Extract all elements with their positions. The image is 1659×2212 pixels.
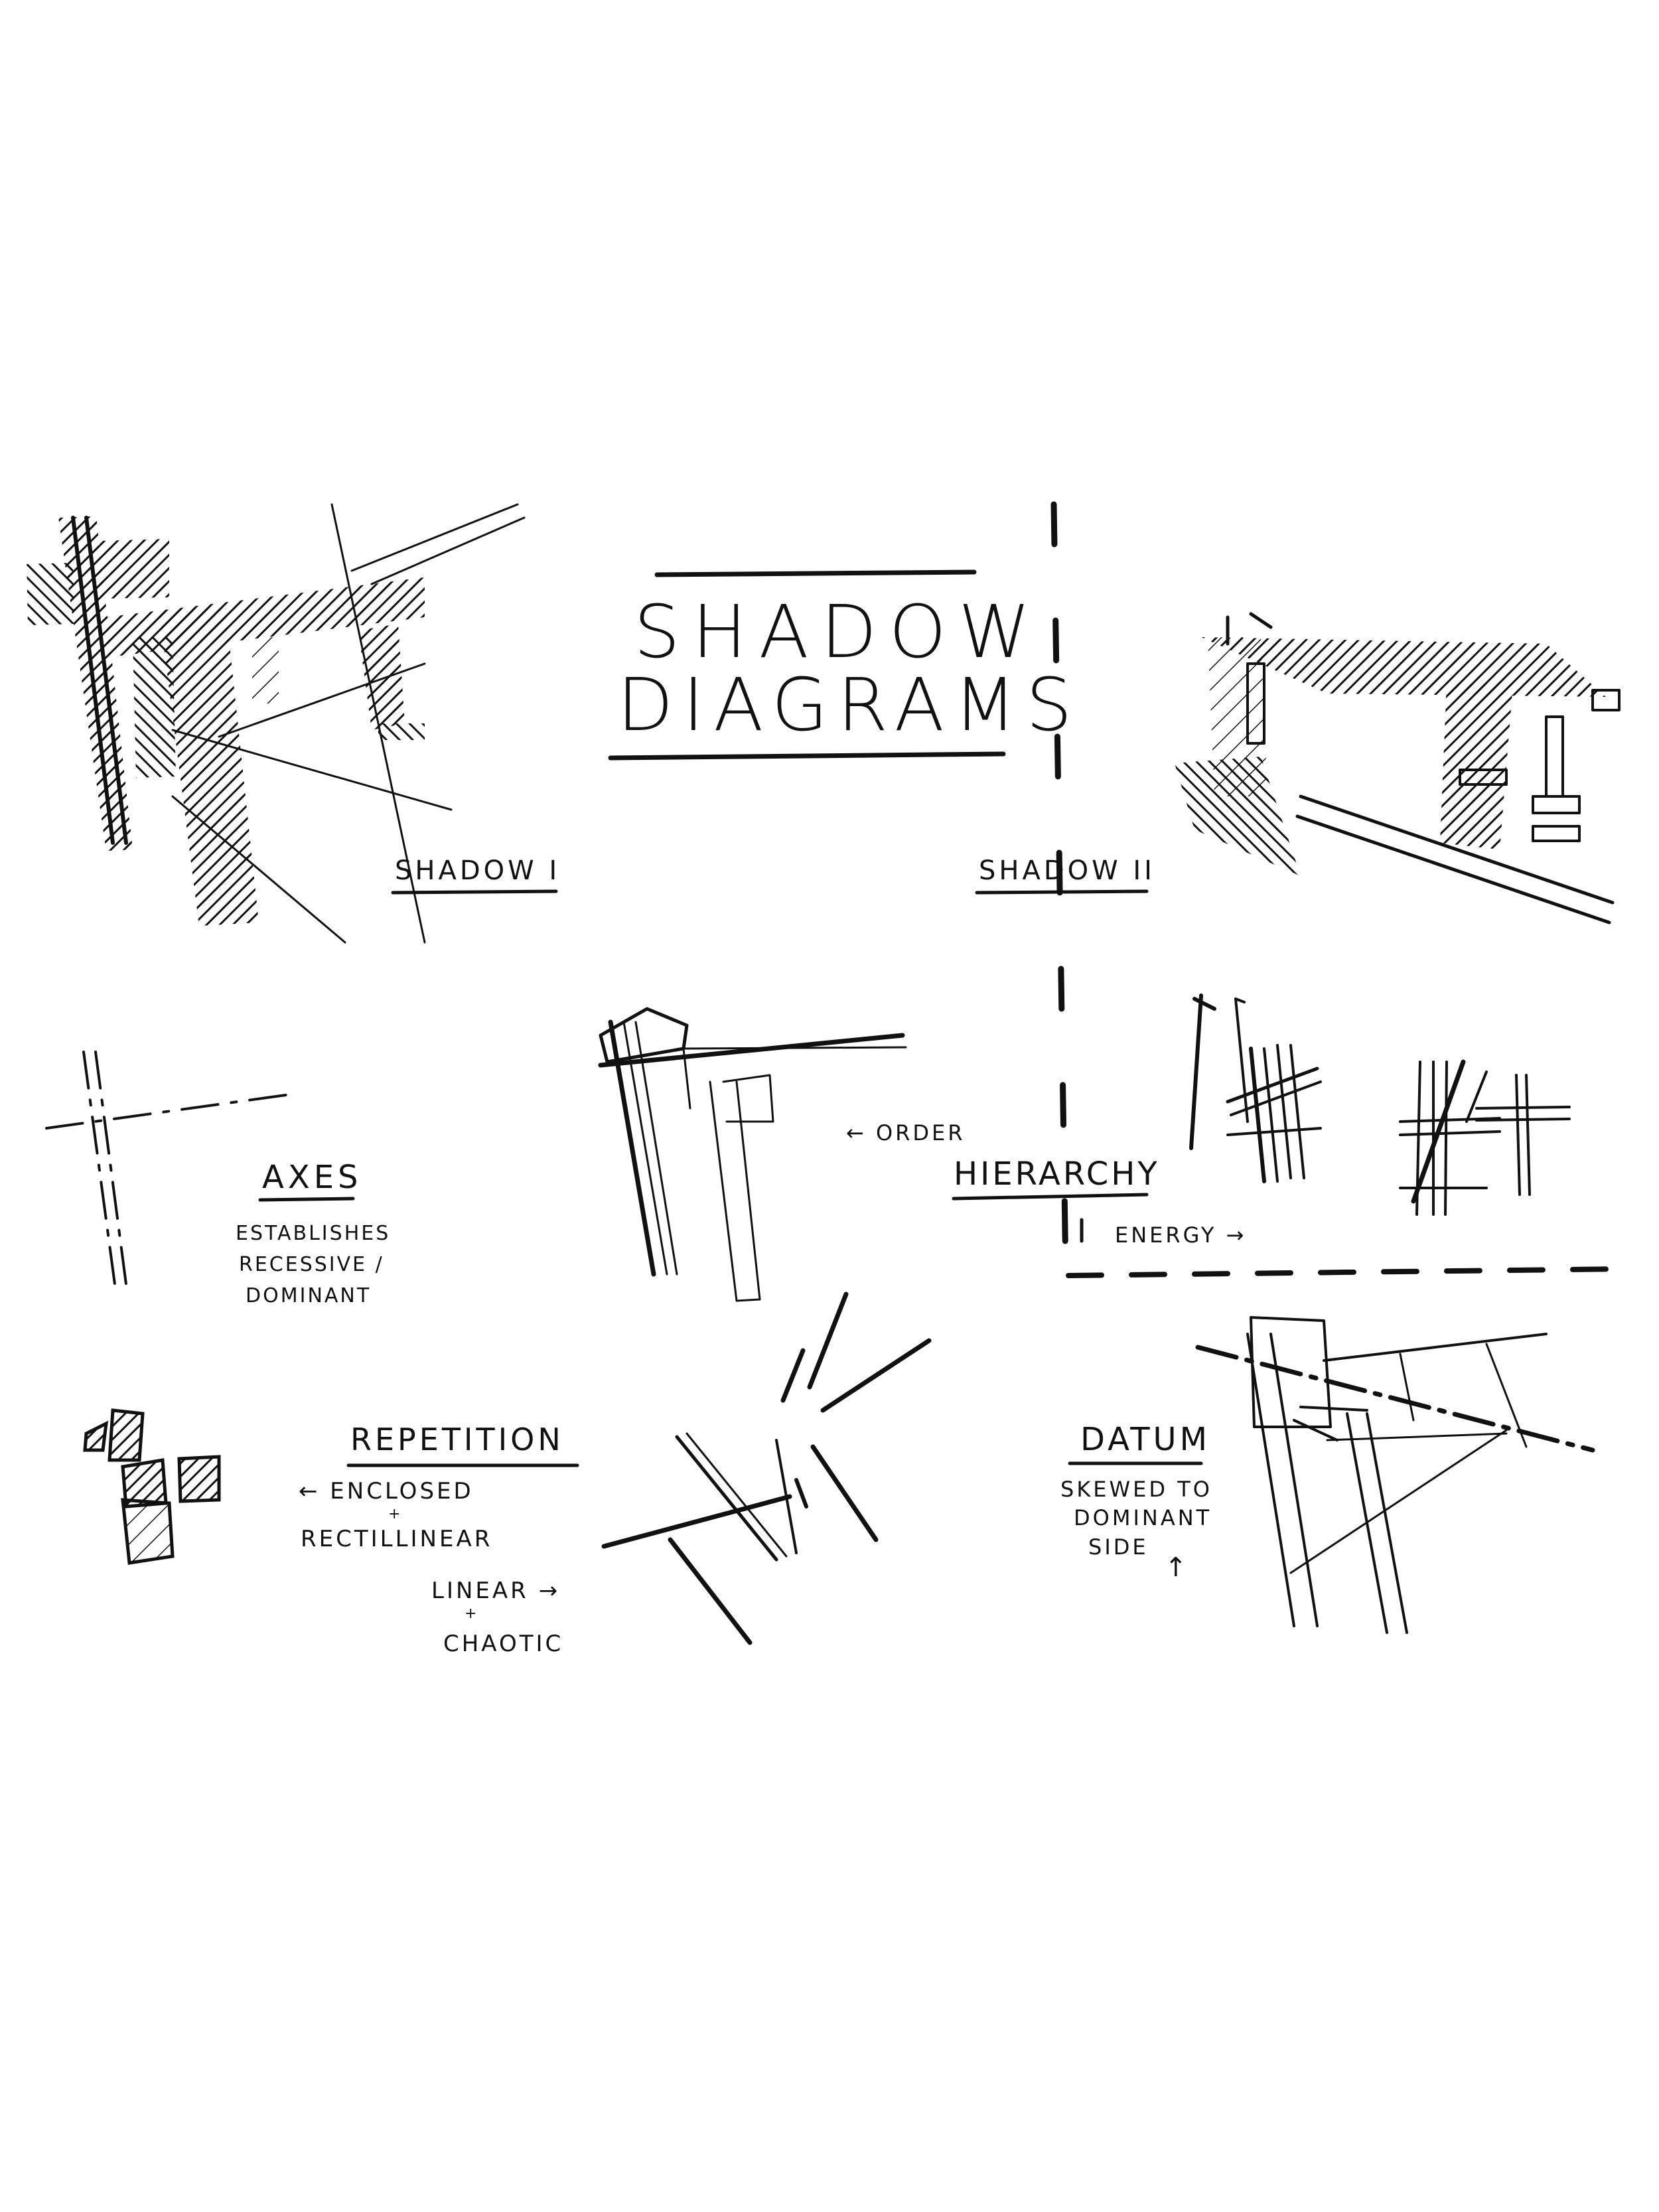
axes-diagram bbox=[45, 1051, 297, 1295]
title-line-2: DIAGRAMS bbox=[617, 662, 1082, 747]
repetition-linear-note: LINEAR → bbox=[431, 1578, 560, 1604]
repetition-linear-diagram bbox=[601, 1291, 932, 1645]
hierarchy-energy-diagram bbox=[1189, 994, 1571, 1216]
axes-caption: AXES ESTABLISHES RECESSIVE / DOMINANT bbox=[236, 1159, 390, 1307]
hierarchy-order-diagram bbox=[598, 1007, 907, 1302]
shadow-one-drawing bbox=[27, 503, 526, 944]
repetition-enclosed-note: ← ENCLOSED bbox=[299, 1478, 474, 1505]
datum-note-2: DOMINANT bbox=[1074, 1505, 1212, 1530]
horizontal-divider bbox=[1066, 1266, 1625, 1278]
title-underline bbox=[608, 751, 1006, 761]
shadow-one-label: SHADOW I bbox=[391, 855, 560, 895]
repetition-caption: REPETITION ← ENCLOSED + RECTILLINEAR LIN… bbox=[299, 1422, 579, 1657]
axes-note-2: RECESSIVE / bbox=[239, 1253, 384, 1276]
hierarchy-energy-note: ENERGY → bbox=[1115, 1222, 1246, 1248]
axes-label: AXES bbox=[262, 1159, 362, 1196]
datum-caption: DATUM SKEWED TO DOMINANT SIDE ↑ bbox=[1060, 1421, 1212, 1583]
datum-note-1: SKEWED TO bbox=[1060, 1477, 1212, 1502]
title-block: SHADOW DIAGRAMS bbox=[608, 569, 1082, 761]
title-line-1: SHADOW bbox=[634, 589, 1043, 674]
datum-arrow: ↑ bbox=[1165, 1552, 1187, 1583]
repetition-chaotic-note: CHAOTIC bbox=[443, 1631, 563, 1657]
divider-lines bbox=[1050, 501, 1625, 1278]
shadow-one-text: SHADOW I bbox=[395, 855, 560, 886]
axes-note-1: ESTABLISHES bbox=[236, 1222, 390, 1245]
hierarchy-caption: HIERARCHY bbox=[952, 1155, 1160, 1201]
repetition-rectilinear-note: RECTILLINEAR bbox=[301, 1526, 492, 1552]
datum-label: DATUM bbox=[1080, 1421, 1210, 1458]
vertical-divider bbox=[1050, 501, 1069, 1278]
shadow-two-text: SHADOW II bbox=[979, 855, 1155, 886]
repetition-plus-a: + bbox=[388, 1506, 400, 1522]
datum-diagram bbox=[1195, 1316, 1595, 1634]
shadow-two-drawing bbox=[1175, 612, 1621, 924]
shadow-two-label: SHADOW II bbox=[975, 855, 1155, 895]
hierarchy-order-note: ← ORDER bbox=[846, 1120, 966, 1145]
repetition-plus-b: + bbox=[465, 1605, 476, 1622]
title-overline bbox=[654, 569, 977, 577]
hierarchy-label: HIERARCHY bbox=[954, 1155, 1160, 1193]
datum-note-3: SIDE bbox=[1088, 1534, 1149, 1560]
axes-note-3: DOMINANT bbox=[246, 1284, 371, 1307]
repetition-enclosed-diagram bbox=[83, 1408, 221, 1565]
repetition-label: REPETITION bbox=[350, 1422, 564, 1457]
